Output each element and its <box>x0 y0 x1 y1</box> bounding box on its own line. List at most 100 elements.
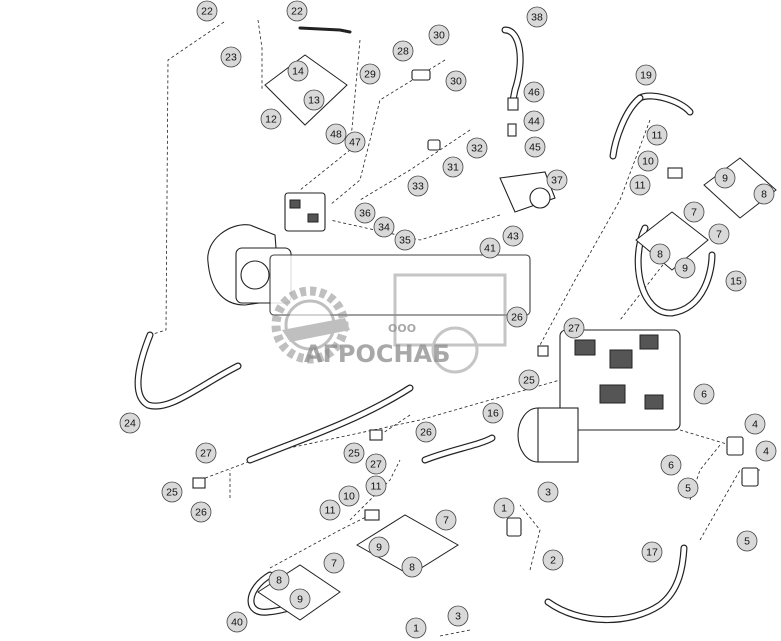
callout-circle <box>435 509 457 531</box>
callout-number: 6 <box>668 460 674 472</box>
callout-23: 23 <box>220 46 242 68</box>
callout-circle <box>405 617 427 639</box>
callout-circle <box>319 499 341 521</box>
callout-11: 11 <box>646 124 668 146</box>
callout-44: 44 <box>523 110 545 132</box>
callout-19: 19 <box>635 64 657 86</box>
callout-3: 3 <box>447 605 469 627</box>
callout-9: 9 <box>674 257 696 279</box>
callout-8: 8 <box>268 569 290 591</box>
fittings <box>192 69 759 537</box>
callout-circle <box>641 541 663 563</box>
callout-circle <box>260 108 282 130</box>
callout-circle <box>343 442 365 464</box>
callout-11: 11 <box>319 499 341 521</box>
callout-35: 35 <box>394 229 416 251</box>
callout-number: 19 <box>640 70 652 82</box>
tractor-logo-icon <box>393 273 507 374</box>
callout-circle <box>542 549 564 571</box>
callout-circle <box>373 216 395 238</box>
callout-number: 25 <box>523 375 535 387</box>
callout-25: 25 <box>161 481 183 503</box>
callout-number: 23 <box>225 52 237 64</box>
callout-number: 34 <box>378 222 390 234</box>
callout-7: 7 <box>708 223 730 245</box>
callout-9: 9 <box>368 536 390 558</box>
callout-number: 7 <box>331 558 337 570</box>
callout-25: 25 <box>343 442 365 464</box>
callout-number: 28 <box>397 46 409 58</box>
callout-43: 43 <box>502 225 524 247</box>
callout-circle <box>563 317 585 339</box>
callout-number: 10 <box>343 491 355 503</box>
callout-circle <box>338 485 360 507</box>
callout-circle <box>683 201 705 223</box>
callout-7: 7 <box>323 552 345 574</box>
callout-circle <box>401 556 423 578</box>
callout-circle <box>744 413 766 435</box>
callout-circle <box>447 605 469 627</box>
callout-circle <box>523 81 545 103</box>
callout-9: 9 <box>714 167 736 189</box>
callout-number: 26 <box>511 312 523 324</box>
callout-circle <box>482 402 504 424</box>
callout-32: 32 <box>466 137 488 159</box>
callout-28: 28 <box>392 40 414 62</box>
callout-number: 31 <box>447 162 459 174</box>
callout-number: 7 <box>443 515 449 527</box>
callout-circle <box>714 167 736 189</box>
callout-number: 48 <box>330 129 342 141</box>
callout-6: 6 <box>660 454 682 476</box>
callout-4: 4 <box>744 413 766 435</box>
callout-number: 10 <box>642 156 654 168</box>
callout-40: 40 <box>226 611 248 633</box>
callout-number: 35 <box>399 235 411 247</box>
callout-1: 1 <box>405 617 427 639</box>
callout-number: 32 <box>471 143 483 155</box>
callout-number: 8 <box>276 575 282 587</box>
callout-number: 1 <box>501 503 507 515</box>
callout-number: 40 <box>231 617 243 629</box>
callout-47: 47 <box>344 131 366 153</box>
callout-circle <box>394 229 416 251</box>
callout-1: 1 <box>493 497 515 519</box>
callout-31: 31 <box>442 156 464 178</box>
callout-circle <box>537 481 559 503</box>
callout-number: 41 <box>484 243 496 255</box>
callout-45: 45 <box>524 136 546 158</box>
valve-block <box>284 192 326 232</box>
callout-circle <box>466 137 488 159</box>
callout-number: 1 <box>413 623 419 635</box>
callout-circle <box>161 481 183 503</box>
callout-circle <box>518 369 540 391</box>
callout-3: 3 <box>537 481 559 503</box>
hoses <box>134 26 716 624</box>
callout-circle <box>693 383 715 405</box>
callout-circle <box>755 440 777 462</box>
callout-number: 27 <box>370 459 382 471</box>
callout-number: 26 <box>420 427 432 439</box>
callout-number: 5 <box>685 483 691 495</box>
callout-circle <box>325 123 347 145</box>
callout-number: 6 <box>701 389 707 401</box>
callout-25: 25 <box>518 369 540 391</box>
callout-22: 22 <box>286 0 308 22</box>
callout-number: 8 <box>761 189 767 201</box>
callout-circle <box>195 442 217 464</box>
callout-circle <box>502 225 524 247</box>
callout-22: 22 <box>196 0 218 22</box>
callout-38: 38 <box>526 6 548 28</box>
callout-2: 2 <box>542 549 564 571</box>
callout-10: 10 <box>338 485 360 507</box>
callout-46: 46 <box>523 81 545 103</box>
callout-circle <box>442 156 464 178</box>
callout-number: 37 <box>551 175 563 187</box>
hydraulic-pump <box>517 329 681 463</box>
callout-7: 7 <box>683 201 705 223</box>
callout-41: 41 <box>479 237 501 259</box>
callout-circle <box>445 70 467 92</box>
callout-circle <box>407 175 429 197</box>
callout-circle <box>354 202 376 224</box>
callout-number: 36 <box>359 208 371 220</box>
callout-circle <box>674 257 696 279</box>
